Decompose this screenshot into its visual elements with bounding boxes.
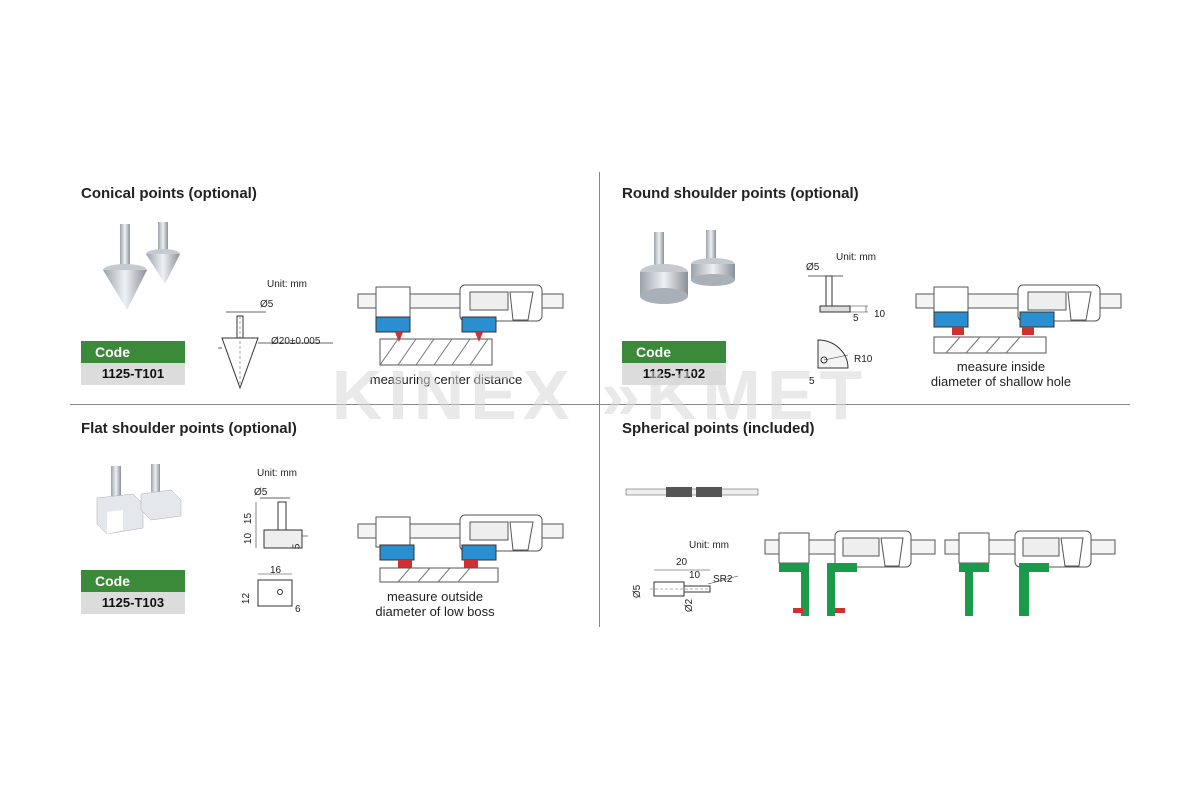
flat-dim-5: 16 (270, 565, 282, 576)
flat-dim-3: 10 (243, 532, 255, 545)
round-title: Round shoulder points (optional) (622, 185, 859, 202)
caliper-icon (944, 530, 1116, 616)
round-dim-4: R10 (854, 354, 873, 365)
code-label: Code (622, 341, 726, 363)
round-caption-line-1: measure inside (956, 359, 1046, 374)
round-dimension-drawing (808, 275, 868, 369)
conical-dim-2: Ø20±0.005 (271, 336, 321, 347)
flat-dimension-drawing (255, 497, 308, 607)
conical-title: Conical points (optional) (81, 185, 257, 202)
conical-code-box: Code 1125-T101 (81, 341, 185, 385)
spherical-dim-1: 20 (676, 557, 688, 568)
flat-caption-line-1: measure outside (386, 589, 484, 604)
round-unit: Unit: mm (836, 252, 876, 263)
spherical-dim-2: 10 (689, 570, 701, 581)
caliper-icon (915, 284, 1122, 354)
spherical-unit: Unit: mm (689, 540, 729, 551)
caliper-icon (357, 284, 564, 366)
flat-unit: Unit: mm (257, 468, 297, 479)
flat-dim-7: 6 (295, 604, 301, 615)
conical-dim-1: Ø5 (260, 299, 274, 310)
spherical-dim-3: SR2 (713, 574, 733, 585)
flat-shoulder-points-icon (96, 464, 182, 535)
flat-dim-4: 5 (291, 543, 303, 550)
conical-dimension-drawing (218, 311, 333, 390)
round-caption-line-2: diameter of shallow hole (930, 374, 1072, 389)
round-shoulder-points-icon (640, 230, 735, 304)
flat-caption-line-2: diameter of low boss (375, 604, 495, 619)
conical-points-icon (103, 222, 180, 310)
watermark-logo: KINEX »KMET (331, 356, 869, 434)
flat-code: 1125-T103 (81, 592, 185, 614)
round-code-box: Code 1125-T102 (622, 341, 726, 385)
round-dim-2: 5 (853, 313, 859, 324)
round-dim-1: Ø5 (806, 262, 820, 273)
round-caption: measure inside diameter of shallow hole (916, 359, 1086, 389)
conical-unit: Unit: mm (267, 279, 307, 290)
horizontal-divider (70, 404, 1130, 405)
round-code: 1125-T102 (622, 363, 726, 385)
flat-caption: measure outside diameter of low boss (360, 589, 510, 619)
code-label: Code (81, 341, 185, 363)
flat-title: Flat shoulder points (optional) (81, 420, 297, 437)
caliper-icon (764, 530, 936, 616)
spherical-dim-4: Ø5 (632, 584, 644, 599)
caliper-icon (357, 514, 564, 583)
spherical-title: Spherical points (included) (622, 420, 815, 437)
flat-dim-6: 12 (241, 592, 253, 605)
spherical-points-icon (625, 487, 759, 497)
flat-code-box: Code 1125-T103 (81, 570, 185, 614)
vertical-divider (599, 172, 600, 627)
conical-code: 1125-T101 (81, 363, 185, 385)
flat-dim-1: Ø5 (254, 487, 268, 498)
flat-dim-2: 15 (243, 512, 255, 525)
spherical-dimension-drawing (650, 569, 739, 597)
spherical-dim-5: Ø2 (684, 598, 696, 613)
code-label: Code (81, 570, 185, 592)
round-dim-3: 10 (874, 309, 886, 320)
conical-caption: measuring center distance (369, 372, 523, 387)
round-dim-5: 5 (809, 376, 815, 387)
